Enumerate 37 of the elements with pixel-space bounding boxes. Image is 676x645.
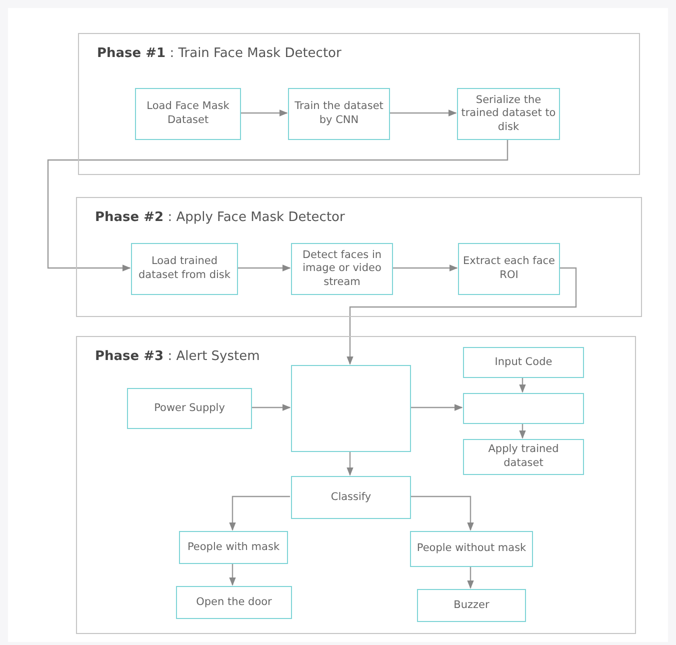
- arrow: [410, 496, 474, 531]
- empty-process-box: [291, 365, 411, 452]
- process-box: Input Code: [463, 347, 584, 378]
- process-box: Buzzer: [417, 589, 526, 622]
- arrow: [467, 566, 474, 589]
- phase-title: Phase #2 : Apply Face Mask Detector: [95, 210, 345, 225]
- process-box: Serialize the trained dataset to disk: [457, 88, 560, 140]
- process-box: Load Face Mask Dataset: [135, 88, 241, 140]
- empty-process-box: [463, 393, 584, 424]
- arrow: [519, 423, 526, 439]
- phase-panel: [76, 336, 636, 634]
- process-box: Classify: [291, 476, 411, 519]
- process-box: Load trained dataset from disk: [131, 243, 238, 295]
- process-box: Train the dataset by CNN: [288, 88, 390, 140]
- arrow: [251, 404, 291, 411]
- process-box: Power Supply: [127, 388, 252, 429]
- arrow: [346, 267, 577, 365]
- process-box: People without mask: [410, 531, 533, 567]
- arrow: [346, 451, 354, 476]
- arrow: [392, 264, 458, 272]
- phase-title: Phase #3 : Alert System: [95, 349, 260, 364]
- process-box: Open the door: [176, 586, 292, 619]
- arrow: [389, 110, 457, 116]
- arrow: [410, 404, 463, 411]
- arrow: [47, 139, 508, 272]
- arrow: [240, 110, 288, 116]
- phase-panel: [78, 33, 640, 175]
- arrow: [237, 264, 291, 272]
- arrow: [519, 377, 526, 393]
- process-box: Extract each face ROI: [458, 243, 560, 295]
- phase-panel: [76, 197, 642, 317]
- arrow: [229, 563, 236, 586]
- arrow: [229, 496, 290, 531]
- process-box: Detect faces in image or video stream: [291, 243, 393, 295]
- process-box: Apply trained dataset: [463, 439, 584, 475]
- process-box: People with mask: [179, 531, 288, 564]
- phase-title: Phase #1 : Train Face Mask Detector: [97, 46, 342, 61]
